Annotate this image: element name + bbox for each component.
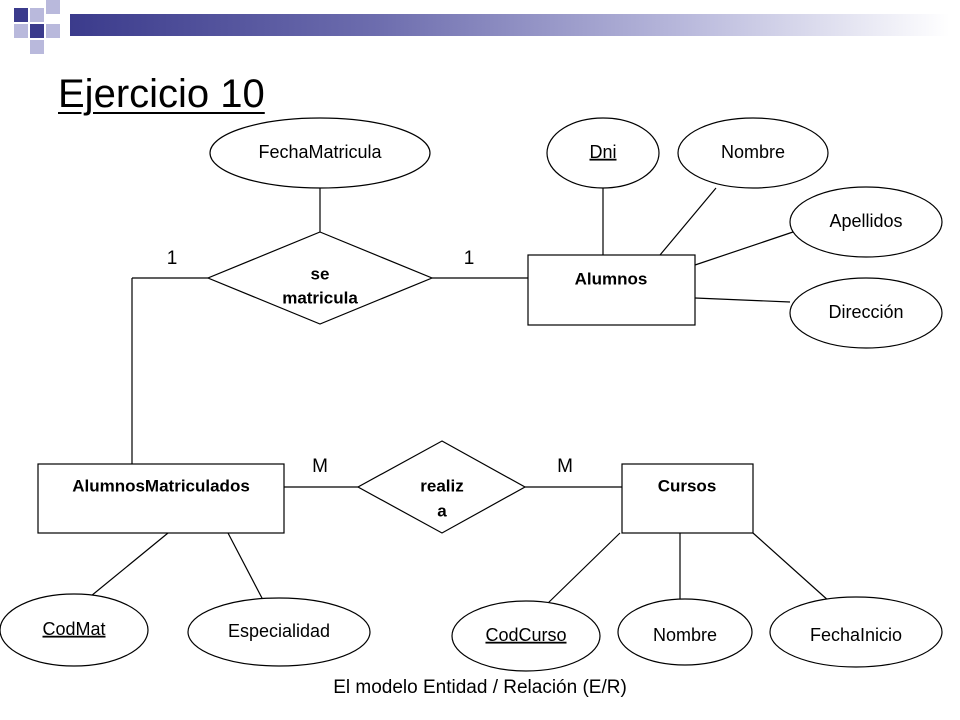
edge-especialidad <box>227 532 264 601</box>
attr-cod-curso <box>451 600 601 672</box>
cardinality-se-matricula-right: 1 <box>464 248 475 269</box>
attr-fecha-inicio-label: FechaInicio <box>810 625 902 645</box>
entity-cursos-label: Cursos <box>658 476 717 495</box>
corner-square-light <box>14 24 28 38</box>
attr-fecha-inicio <box>769 596 943 668</box>
attr-nombre-alumno <box>677 117 829 189</box>
edge-nombre-alumnos <box>659 187 717 256</box>
edge-codmat <box>79 532 169 606</box>
header-gradient-bar <box>70 14 950 36</box>
corner-square-mid <box>30 40 44 54</box>
relationship-se-matricula-line2: matricula <box>282 288 358 307</box>
entity-cursos <box>621 463 754 534</box>
attr-fecha-matricula-label: FechaMatricula <box>258 142 382 162</box>
entity-alumnos <box>527 254 696 326</box>
attr-cod-curso-label: CodCurso <box>485 625 566 645</box>
edge-fechainicio <box>752 532 831 603</box>
entity-alumnos-matriculados <box>37 463 285 534</box>
edge-apellidos-alumnos <box>694 231 794 266</box>
attr-apellidos-label: Apellidos <box>829 211 902 231</box>
attr-dni-label: Dni <box>589 142 616 162</box>
cardinality-realiza-left: M <box>312 456 328 477</box>
relationship-realiza-line2: a <box>437 501 447 520</box>
attr-nombre-alumno-label: Nombre <box>721 142 785 162</box>
attr-apellidos <box>789 186 943 258</box>
attr-cod-mat <box>0 593 149 667</box>
attr-especialidad <box>187 597 371 667</box>
corner-square-dark <box>30 24 44 38</box>
corner-square-light <box>46 24 60 38</box>
corner-square-light <box>30 8 44 22</box>
corner-square-mid <box>46 0 60 14</box>
entity-alumnos-label: Alumnos <box>575 269 648 288</box>
slide-footer: El modelo Entidad / Relación (E/R) <box>333 677 627 698</box>
attr-nombre-curso <box>617 598 753 666</box>
corner-square-dark <box>14 8 28 22</box>
attr-fecha-matricula <box>209 117 431 189</box>
attr-dni <box>546 117 660 189</box>
attr-cod-mat-label: CodMat <box>42 619 105 639</box>
relationship-realiza-line1: realiz <box>420 476 463 495</box>
cardinality-se-matricula-left: 1 <box>167 248 178 269</box>
edge-codcurso <box>545 532 621 606</box>
relationship-realiza <box>356 440 527 534</box>
edge-direccion-alumnos <box>694 297 791 303</box>
entity-alumnos-matriculados-label: AlumnosMatriculados <box>72 476 250 495</box>
attr-nombre-curso-label: Nombre <box>653 625 717 645</box>
relationship-se-matricula-line1: se <box>311 264 330 283</box>
attr-direccion <box>789 277 943 349</box>
cardinality-realiza-right: M <box>557 456 573 477</box>
attr-especialidad-label: Especialidad <box>228 621 330 641</box>
attr-direccion-label: Dirección <box>828 302 903 322</box>
relationship-se-matricula <box>206 231 434 325</box>
slide-title: Ejercicio 10 <box>58 72 265 116</box>
